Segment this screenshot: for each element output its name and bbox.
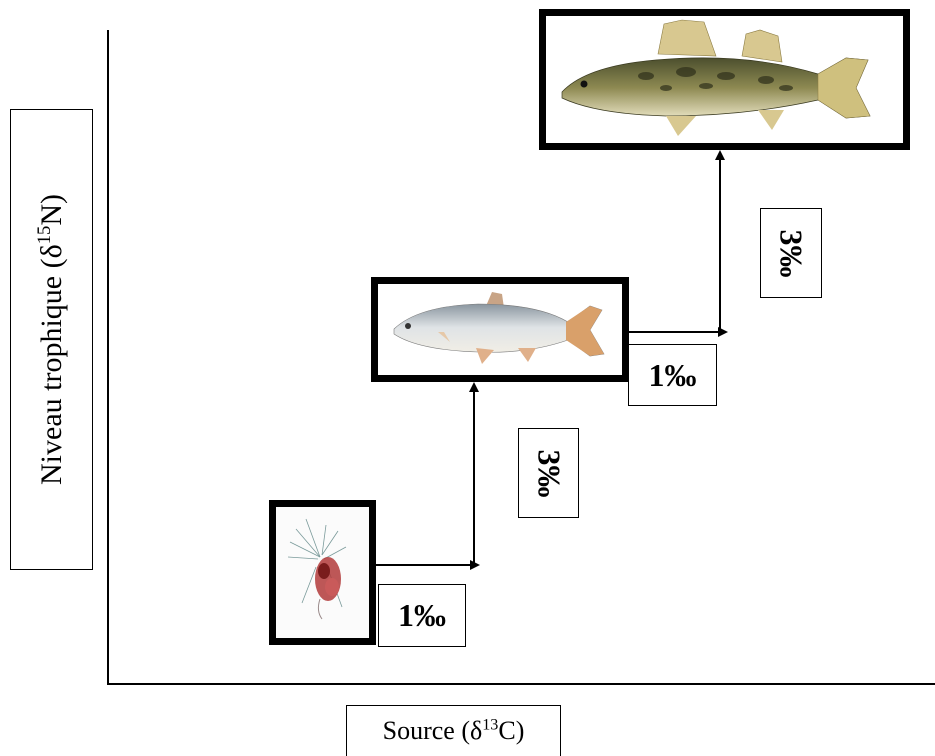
y-axis-line <box>107 30 109 685</box>
step-value-v2: 3‰ <box>773 229 810 277</box>
walleye-illustration <box>546 16 903 143</box>
step-label-v2: 3‰ <box>760 208 822 298</box>
step-label-h2: 1‰ <box>628 344 717 406</box>
step-value-v1: 3‰ <box>531 449 567 497</box>
y-axis-label-box: Niveau trophique (δ15N) <box>10 109 93 570</box>
step-value-h2: 1‰ <box>648 356 697 393</box>
walleye-image <box>539 9 910 150</box>
x-axis-line <box>107 683 935 685</box>
zooplankton-image <box>269 500 376 645</box>
step-label-v1: 3‰ <box>518 428 579 518</box>
x-axis-label: Source (δ13C) <box>382 716 525 745</box>
zooplankton-illustration <box>276 507 369 638</box>
whitefish-illustration <box>378 284 622 375</box>
x-axis-label-box: Source (δ13C) <box>346 705 561 756</box>
step-label-h1: 1‰ <box>378 584 466 647</box>
step-value-h1: 1‰ <box>398 597 446 633</box>
whitefish-image <box>371 277 629 382</box>
